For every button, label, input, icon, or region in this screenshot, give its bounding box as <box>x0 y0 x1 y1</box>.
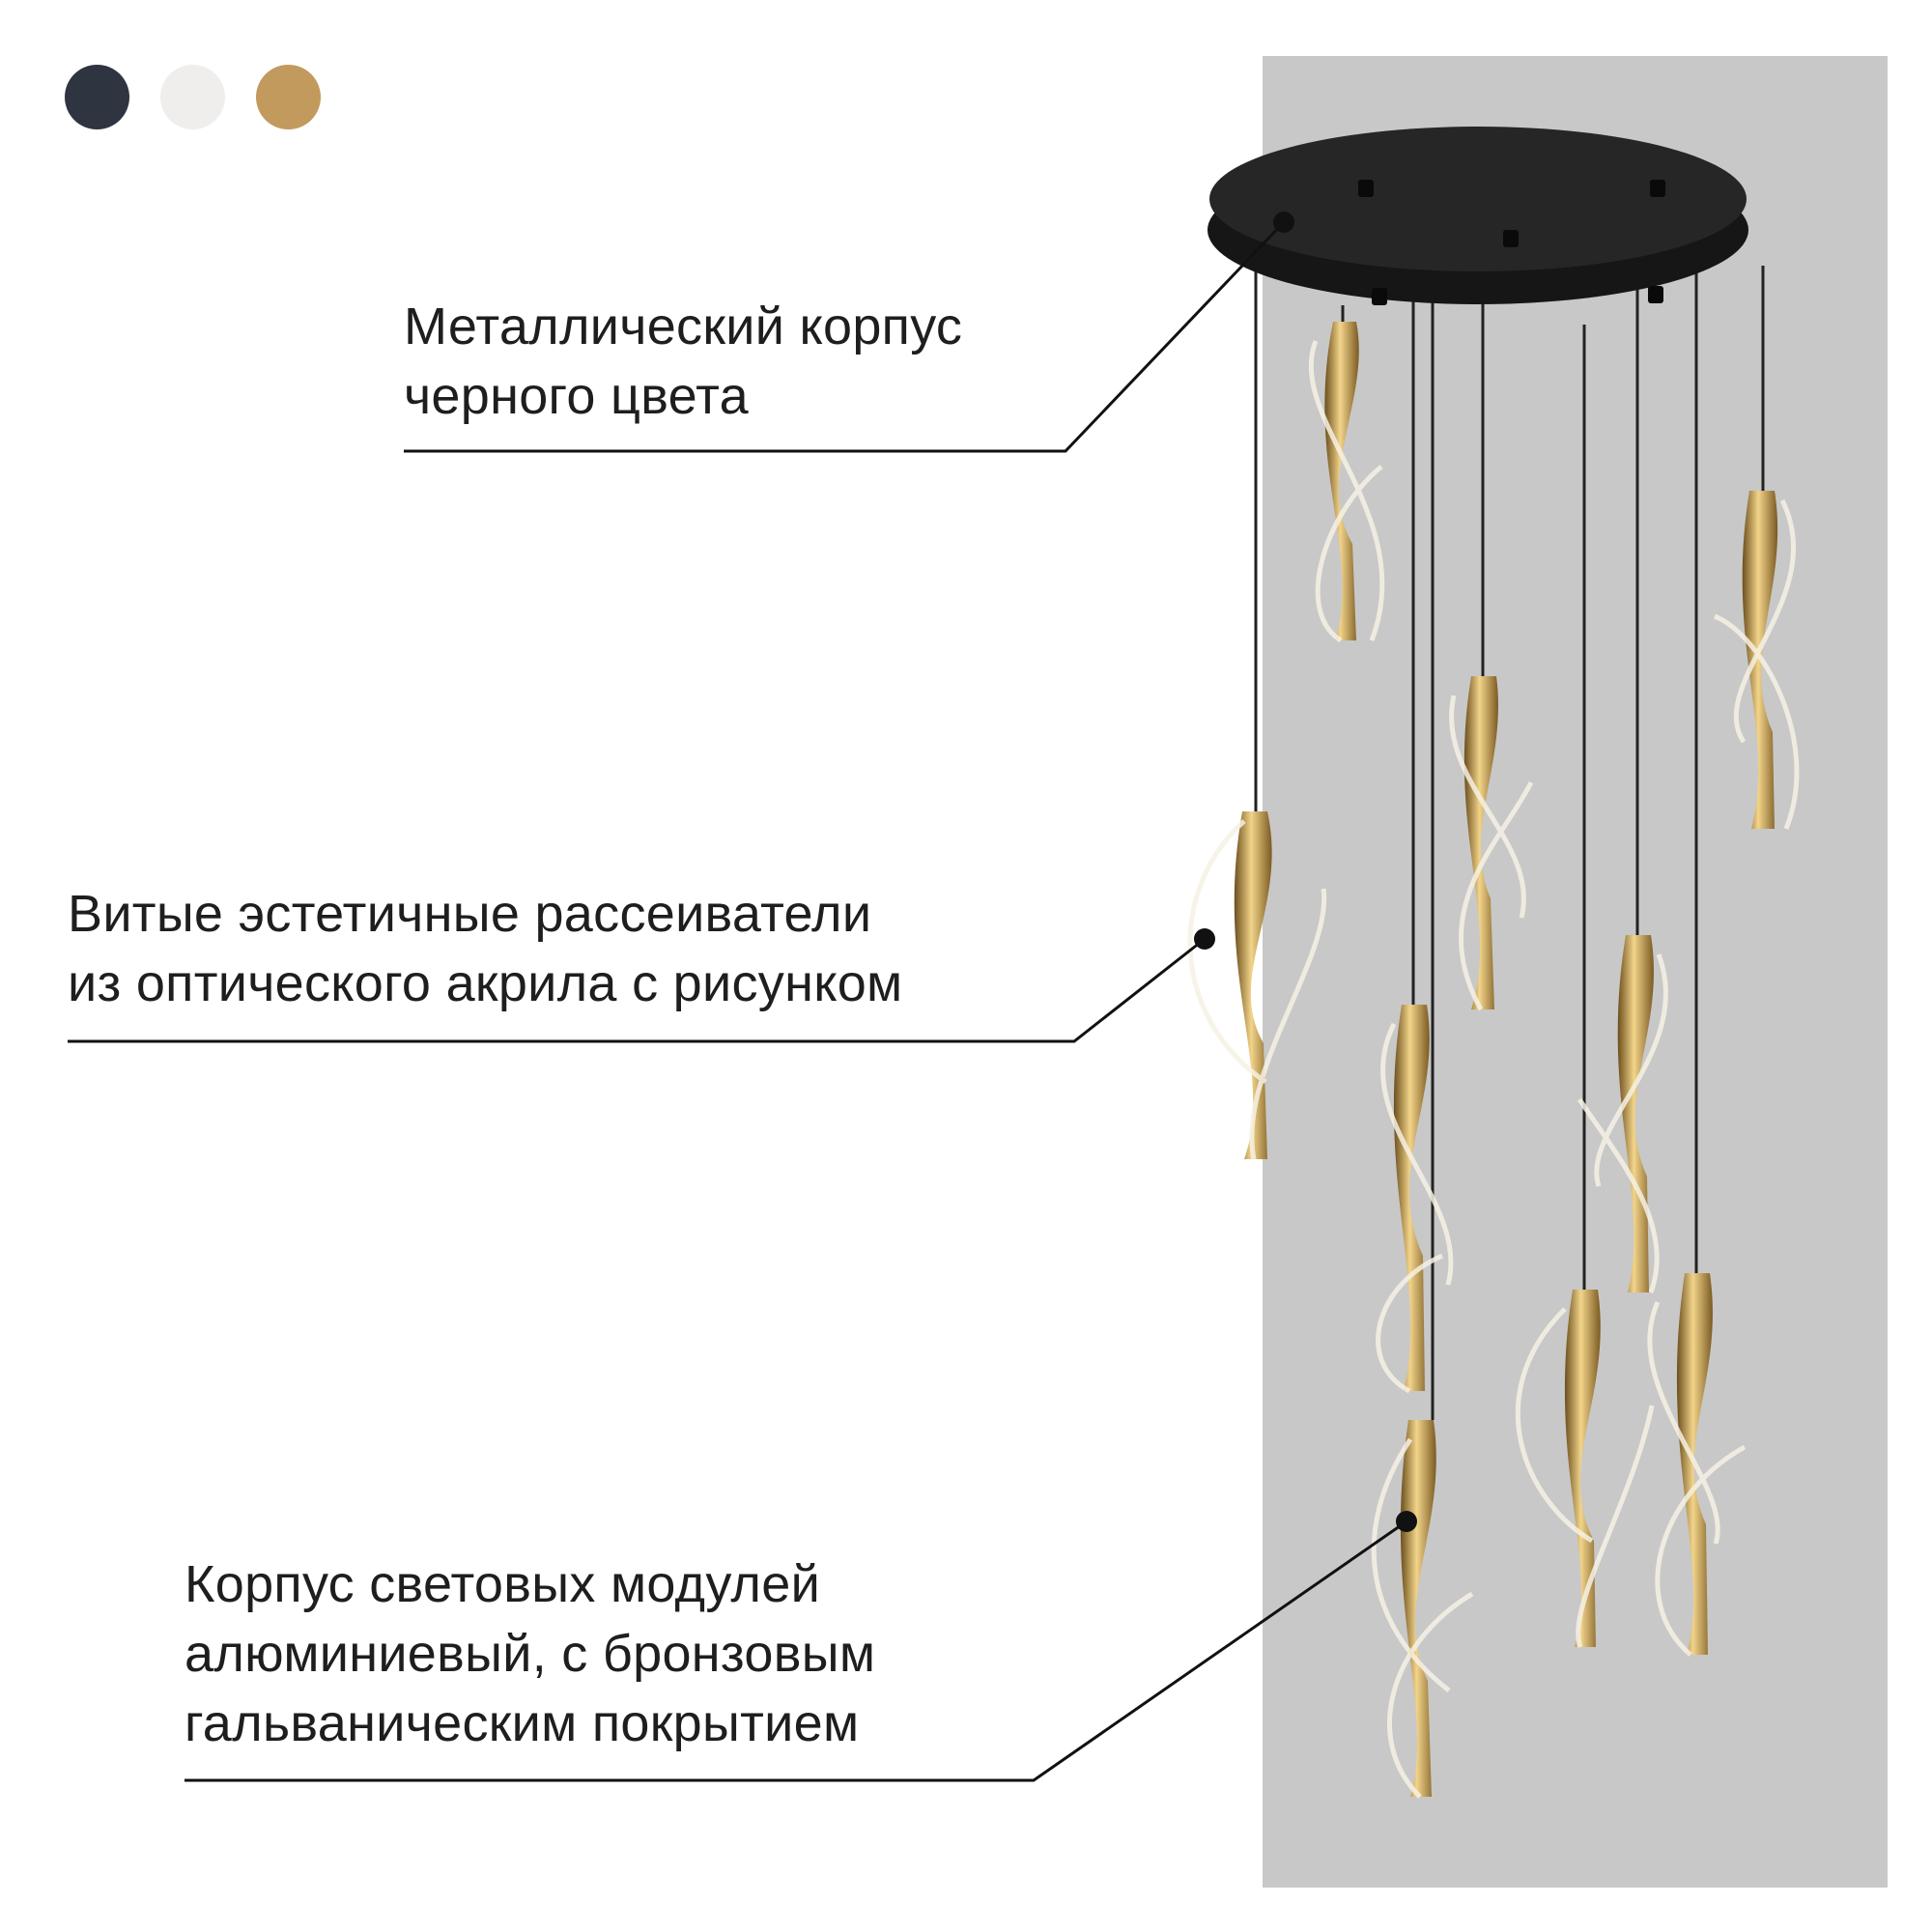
callout-dot-diffuser <box>1194 928 1215 950</box>
pendant-6 <box>1577 935 1668 1293</box>
callout-diffuser-text: Витые эстетичные рассеиватели из оптичес… <box>68 879 902 1018</box>
pendant-cords <box>1254 145 1765 1420</box>
callout-module-line-1: Корпус световых модулей <box>185 1555 821 1613</box>
swatch-bronze[interactable] <box>256 65 321 129</box>
pendant-1 <box>1308 322 1385 643</box>
callout-module-line-2: алюминиевый, с бронзовым <box>185 1625 876 1683</box>
swatch-white[interactable] <box>160 65 225 129</box>
callout-canopy-line-1: Металлический корпус <box>404 298 963 355</box>
callout-canopy-line-2: черного цвета <box>404 367 749 425</box>
callout-diffuser-line-1: Витые эстетичные рассеиватели <box>68 885 872 943</box>
callout-dot-canopy <box>1273 212 1294 233</box>
pendant-5 <box>1376 1005 1454 1394</box>
pendant-2 <box>1714 491 1800 830</box>
callout-canopy-text: Металлический корпус черного цвета <box>404 292 962 431</box>
pendant-3 <box>1449 676 1534 1011</box>
callout-dot-module <box>1396 1511 1417 1532</box>
pendant-7 <box>1515 1290 1655 1648</box>
callout-module-line-3: гальваническим покрытием <box>185 1694 860 1752</box>
swatch-dark[interactable] <box>65 65 129 129</box>
callout-diffuser-line-2: из оптического акрила с рисунком <box>68 954 903 1012</box>
product-background-panel <box>1263 56 1888 1888</box>
canopy <box>1208 127 1748 305</box>
pendant-8 <box>1647 1273 1747 1657</box>
callout-module-text: Корпус световых модулей алюминиевый, с б… <box>185 1549 875 1758</box>
